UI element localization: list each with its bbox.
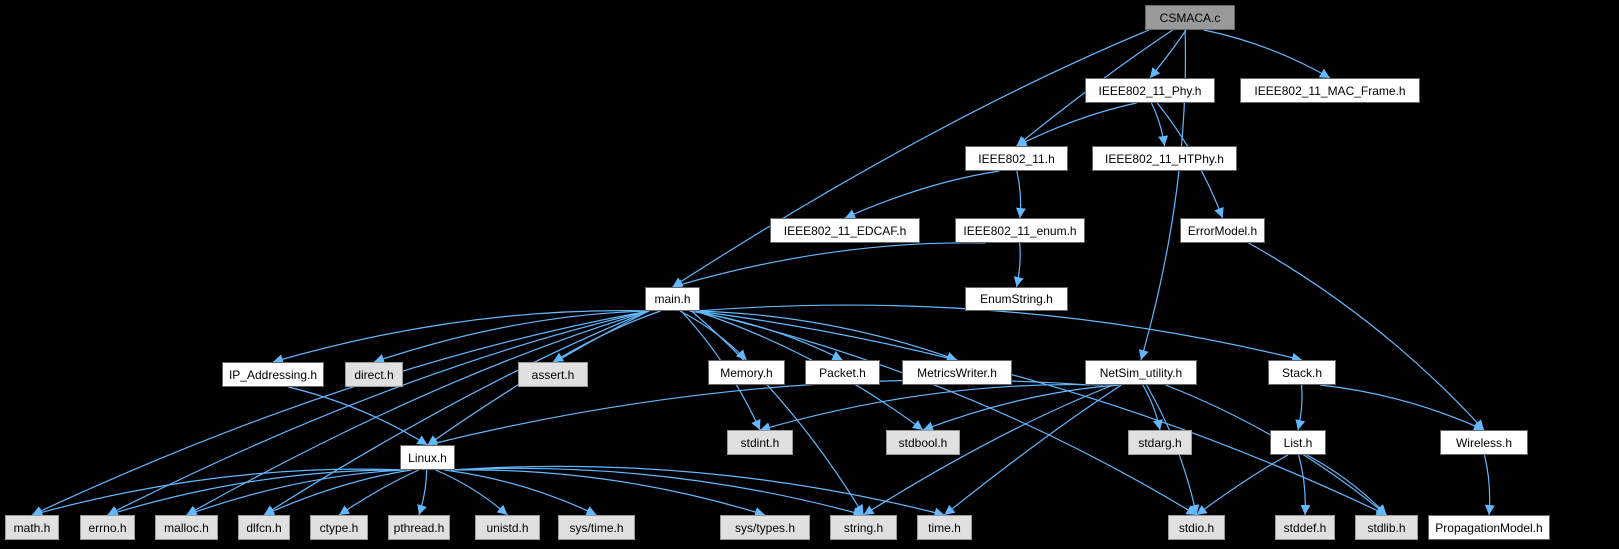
node-stack[interactable]: Stack.h bbox=[1268, 360, 1336, 385]
node-stdlib[interactable]: stdlib.h bbox=[1355, 515, 1418, 540]
edge-netsimutil-to-string bbox=[863, 384, 1114, 516]
edge-netsimutil-to-stdbool bbox=[922, 384, 1120, 432]
node-unistd[interactable]: unistd.h bbox=[475, 515, 540, 540]
edge-phy-to-htphy bbox=[1150, 102, 1169, 147]
node-time[interactable]: time.h bbox=[917, 515, 972, 540]
node-errmodel[interactable]: ErrorModel.h bbox=[1180, 218, 1265, 243]
edge-linux-to-systypes bbox=[450, 469, 766, 517]
node-packet[interactable]: Packet.h bbox=[805, 360, 880, 385]
node-linux[interactable]: Linux.h bbox=[400, 445, 455, 470]
edge-enum-to-main bbox=[672, 242, 986, 289]
edge-main-to-ipaddr bbox=[272, 310, 650, 365]
edge-csmaca-to-macframe bbox=[1203, 29, 1331, 79]
node-stdbool[interactable]: stdbool.h bbox=[886, 430, 960, 455]
node-list[interactable]: List.h bbox=[1270, 430, 1326, 455]
node-stdio[interactable]: stdio.h bbox=[1168, 515, 1225, 540]
edge-linux-to-unistd bbox=[435, 469, 508, 516]
node-csmaca[interactable]: CSMACA.c bbox=[1145, 5, 1235, 30]
node-stdint[interactable]: stdint.h bbox=[727, 430, 793, 455]
edge-list-to-stdio bbox=[1196, 454, 1289, 516]
edge-netsimutil-to-stdarg bbox=[1142, 384, 1163, 431]
edge-linux-to-systime bbox=[444, 469, 597, 516]
node-edcaf[interactable]: IEEE802_11_EDCAF.h bbox=[770, 218, 920, 243]
node-string[interactable]: string.h bbox=[830, 515, 897, 540]
edge-list-to-stddef bbox=[1298, 454, 1311, 516]
edge-main-to-stdio bbox=[695, 310, 1197, 516]
node-math[interactable]: math.h bbox=[5, 515, 59, 540]
edge-linux-to-malloc bbox=[186, 469, 405, 517]
node-propmodel[interactable]: PropagationModel.h bbox=[1428, 515, 1550, 540]
node-ieee[interactable]: IEEE802_11.h bbox=[965, 146, 1068, 171]
edge-ieee-to-edcaf bbox=[844, 170, 1000, 219]
node-malloc[interactable]: malloc.h bbox=[155, 515, 218, 540]
edge-main-to-errno bbox=[107, 310, 650, 516]
edge-wireless-to-propmodel bbox=[1483, 454, 1495, 516]
node-systypes[interactable]: sys/types.h bbox=[720, 515, 810, 540]
edge-main-to-packet bbox=[689, 310, 843, 361]
edge-netsimutil-to-stdint bbox=[759, 383, 1103, 433]
node-macframe[interactable]: IEEE802_11_MAC_Frame.h bbox=[1240, 78, 1420, 103]
edge-ipaddr-to-linux bbox=[288, 386, 428, 446]
edge-stack-to-list bbox=[1295, 384, 1306, 431]
edge-enum-to-enumstring bbox=[1013, 242, 1024, 288]
edge-csmaca-to-phy bbox=[1149, 29, 1187, 79]
edge-netsimutil-to-time bbox=[944, 384, 1122, 516]
edge-linux-to-math bbox=[31, 468, 405, 518]
edge-main-to-stdlib bbox=[695, 310, 1387, 516]
edge-main-to-math bbox=[31, 310, 650, 516]
node-errno[interactable]: errno.h bbox=[80, 515, 135, 540]
edge-stack-to-wireless bbox=[1320, 384, 1485, 431]
node-wireless[interactable]: Wireless.h bbox=[1440, 430, 1528, 455]
node-direct[interactable]: direct.h bbox=[345, 362, 403, 387]
edge-list-to-stdlib bbox=[1306, 454, 1387, 516]
edge-linux-to-time bbox=[450, 465, 945, 518]
node-stddef[interactable]: stddef.h bbox=[1275, 515, 1335, 540]
node-enumstring[interactable]: EnumString.h bbox=[965, 287, 1068, 311]
edge-linux-to-pthread bbox=[417, 469, 428, 516]
node-htphy[interactable]: IEEE802_11_HTPhy.h bbox=[1092, 146, 1237, 171]
node-ipaddr[interactable]: IP_Addressing.h bbox=[222, 362, 324, 387]
edge-main-to-malloc bbox=[186, 310, 650, 516]
edge-main-to-dlfcn bbox=[263, 310, 650, 516]
edge-ieee-to-enum bbox=[1015, 170, 1026, 219]
edge-csmaca-to-main bbox=[672, 29, 1150, 288]
edge-errmodel-to-wireless bbox=[1248, 242, 1485, 431]
edge-linux-to-string bbox=[450, 467, 864, 518]
node-memory[interactable]: Memory.h bbox=[708, 360, 785, 385]
node-systime[interactable]: sys/time.h bbox=[558, 515, 635, 540]
edge-main-to-stack bbox=[695, 304, 1303, 363]
node-metrics[interactable]: MetricsWriter.h bbox=[902, 360, 1012, 385]
edge-linux-to-ctype bbox=[338, 469, 419, 516]
edge-main-to-direct bbox=[373, 310, 650, 364]
node-phy[interactable]: IEEE802_11_Phy.h bbox=[1085, 78, 1215, 103]
node-enum[interactable]: IEEE802_11_enum.h bbox=[955, 218, 1085, 243]
node-netsimutil[interactable]: NetSim_utility.h bbox=[1085, 360, 1197, 385]
node-main[interactable]: main.h bbox=[645, 287, 700, 311]
node-pthread[interactable]: pthread.h bbox=[388, 515, 450, 540]
node-assert[interactable]: assert.h bbox=[518, 362, 588, 387]
edge-linux-to-errno bbox=[107, 469, 405, 517]
edge-main-to-metrics bbox=[695, 310, 958, 362]
edge-phy-to-ieee bbox=[1016, 102, 1137, 147]
edge-csmaca-to-netsimutil bbox=[1138, 29, 1187, 361]
node-ctype[interactable]: ctype.h bbox=[310, 515, 368, 540]
node-stdarg[interactable]: stdarg.h bbox=[1128, 430, 1192, 455]
edge-linux-to-dlfcn bbox=[263, 469, 412, 516]
node-dlfcn[interactable]: dlfcn.h bbox=[238, 515, 290, 540]
edge-main-to-string bbox=[691, 310, 865, 516]
